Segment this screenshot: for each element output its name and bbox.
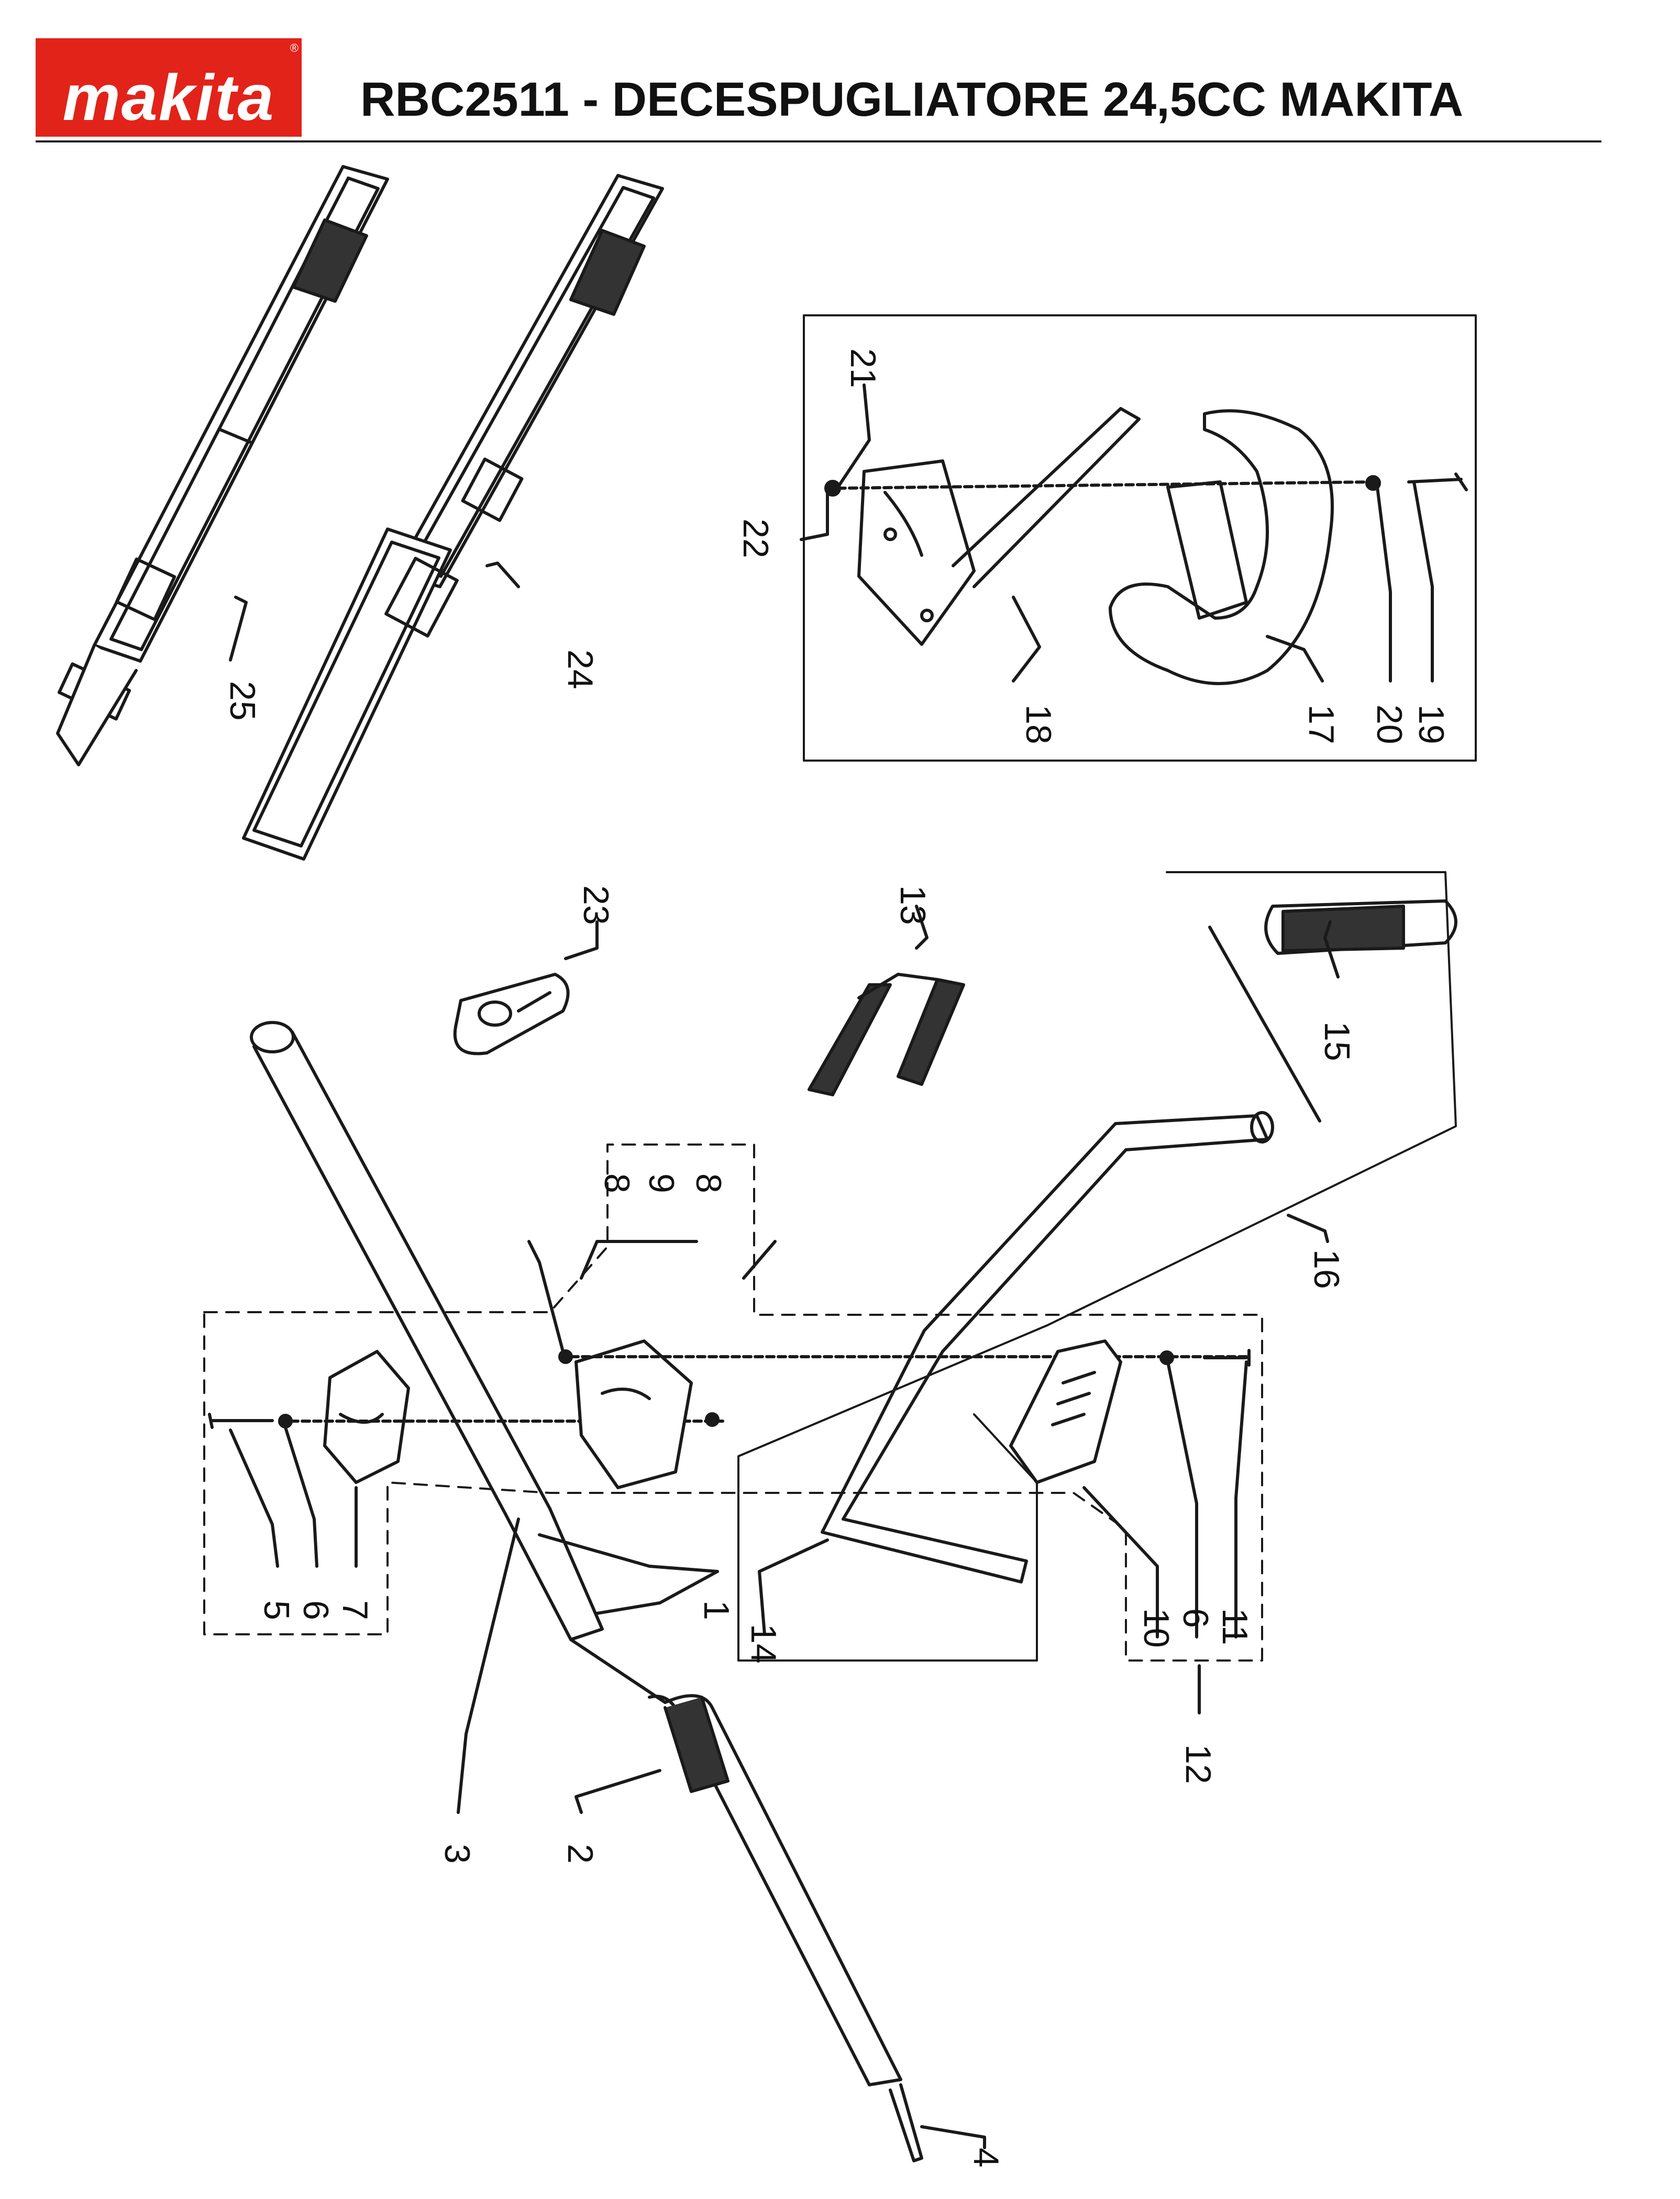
- part-label-14: 14: [744, 1624, 783, 1664]
- part-label-8-bottom: 8: [689, 1173, 728, 1193]
- part-label-21: 21: [843, 348, 883, 388]
- drive-shaft-tube: [250, 1021, 923, 2162]
- part-label-6-right: 6: [1176, 1608, 1215, 1628]
- part-label-19: 19: [1411, 705, 1451, 744]
- part-label-17: 17: [1301, 705, 1341, 744]
- part-label-24: 24: [560, 650, 600, 689]
- part-label-5: 5: [257, 1600, 296, 1620]
- part-label-23: 23: [576, 885, 616, 925]
- header-divider: [36, 140, 1601, 142]
- handle-bracket-18: [857, 407, 1141, 646]
- part-label-2: 2: [560, 1844, 600, 1864]
- clamp-10: [1009, 1339, 1122, 1484]
- part-label-3: 3: [437, 1844, 477, 1864]
- loop-handle-17: [1109, 409, 1334, 685]
- part-label-20: 20: [1369, 705, 1409, 744]
- handle-bar-16: [821, 1111, 1274, 1584]
- part-label-11: 11: [1215, 1608, 1255, 1645]
- part-label-15: 15: [1317, 1021, 1357, 1061]
- part-label-25: 25: [223, 681, 262, 721]
- part-label-7: 7: [335, 1600, 375, 1620]
- part-label-4: 4: [966, 2148, 1006, 2168]
- part-label-16: 16: [1307, 1249, 1346, 1289]
- makita-logo: makita ®: [36, 38, 302, 137]
- part-label-9: 9: [642, 1173, 681, 1193]
- screw-5: [208, 1413, 274, 1429]
- grip-15: [1264, 899, 1457, 955]
- part-label-12: 12: [1178, 1744, 1218, 1784]
- part-label-8-top: 8: [597, 1173, 637, 1193]
- part-label-18: 18: [1019, 705, 1058, 744]
- assembly-box-16: [737, 871, 1457, 1662]
- clamp-7: [323, 1350, 410, 1484]
- part-label-13: 13: [893, 885, 933, 925]
- page-header: makita ® RBC2511 - DECESPUGLIATORE 24,5C…: [0, 0, 1680, 152]
- page-title: RBC2511 - DECESPUGLIATORE 24,5CC MAKITA: [360, 73, 1464, 126]
- dashed-assembly-box: [203, 1144, 1263, 1662]
- clamp-9: [574, 1339, 693, 1489]
- nut-8-bottom: [705, 1412, 720, 1427]
- part-label-22: 22: [736, 519, 776, 558]
- logo-wordmark: makita: [62, 62, 275, 134]
- harness-24: [242, 174, 664, 861]
- screw-19: [1407, 472, 1468, 491]
- spring-pair-13: [808, 973, 965, 1096]
- bracket-23: [453, 973, 570, 1055]
- screw-11: [1203, 1349, 1251, 1367]
- registered-mark: ®: [290, 41, 299, 54]
- part-label-10: 10: [1136, 1608, 1176, 1648]
- part-label-1: 1: [697, 1600, 736, 1620]
- shoulder-strap-25: [56, 165, 389, 766]
- part-label-6-left: 6: [296, 1600, 336, 1620]
